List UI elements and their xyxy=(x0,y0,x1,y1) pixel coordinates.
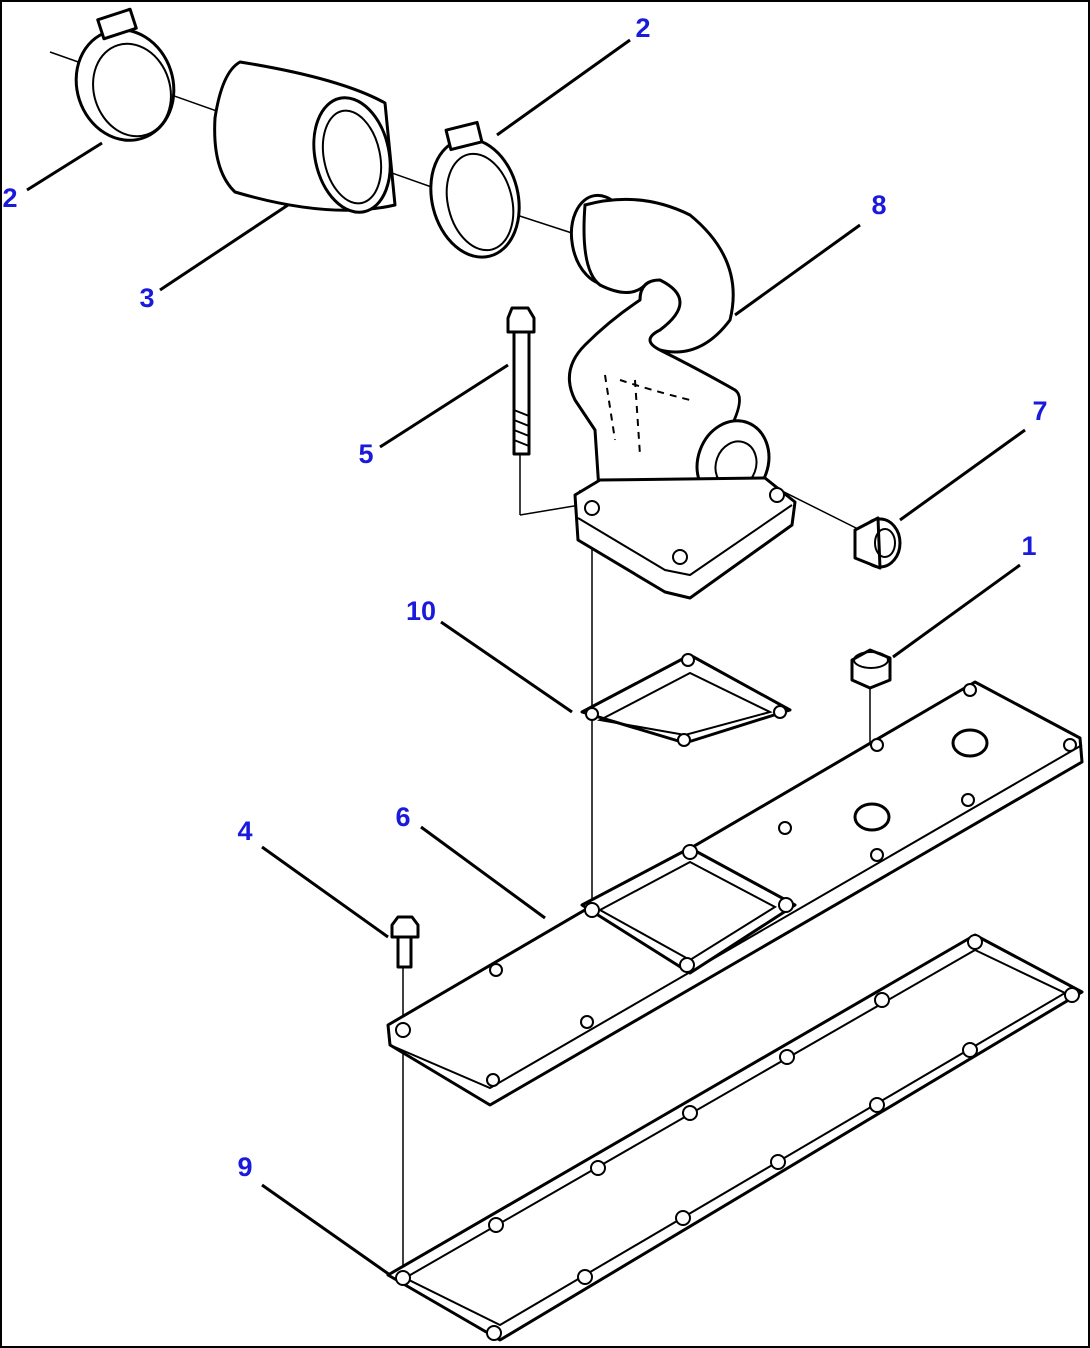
callout-2-right: 2 xyxy=(635,13,650,43)
callout-10: 10 xyxy=(406,596,436,626)
leader-lines xyxy=(26,38,1026,1277)
callout-1: 1 xyxy=(1021,531,1036,561)
bolt-short xyxy=(390,915,420,969)
hose xyxy=(213,60,397,214)
callout-8: 8 xyxy=(871,190,886,220)
gasket-small xyxy=(580,653,792,747)
hose-clamp-right xyxy=(429,120,521,259)
callout-4: 4 xyxy=(237,816,252,846)
plug-top xyxy=(850,648,892,690)
elbow-pipe xyxy=(567,193,797,600)
hose-clamp-left xyxy=(74,7,176,142)
callout-3: 3 xyxy=(139,283,154,313)
gasket-large xyxy=(386,933,1084,1342)
cover-plate xyxy=(386,680,1084,1107)
callout-2-left: 2 xyxy=(2,183,17,213)
callout-7: 7 xyxy=(1032,396,1047,426)
callout-6: 6 xyxy=(395,802,410,832)
plug-side xyxy=(853,516,902,570)
callout-labels: 2 2 3 8 5 7 1 10 4 6 9 xyxy=(2,13,1047,1182)
callout-5: 5 xyxy=(358,439,373,469)
bolt-long xyxy=(506,306,536,456)
callout-9: 9 xyxy=(237,1152,252,1182)
